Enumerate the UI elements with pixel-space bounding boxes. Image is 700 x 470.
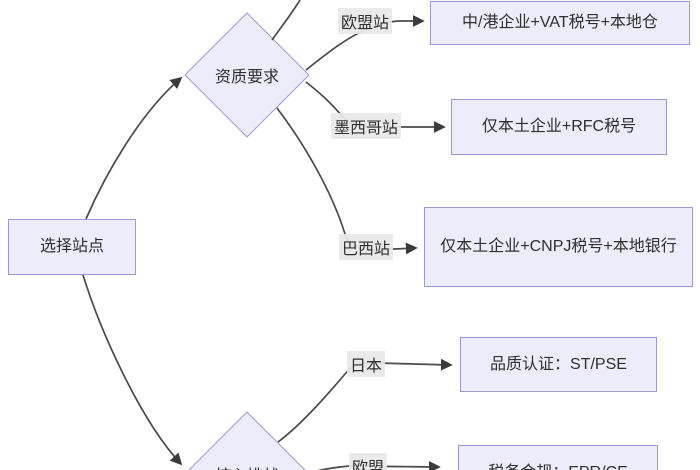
edge-select-to-qualification (85, 76, 183, 220)
node-qualification-label: 资质要求 (214, 69, 279, 86)
node-mexico-requirement: 仅本土企业+RFC税号 (451, 99, 667, 155)
edge-select-to-core-challenge (82, 274, 183, 466)
edge-label-eu: 欧盟 (348, 453, 388, 470)
node-core-challenge-label: 核心挑战 (182, 462, 312, 470)
edge-label-brazil-site: 巴西站 (338, 234, 394, 260)
qualification-diamond-shape (184, 12, 310, 138)
node-eu-challenge: 税务合规：EPR/CE (458, 445, 658, 470)
node-select-site: 选择站点 (8, 219, 136, 275)
node-eu-requirement: 中/港企业+VAT税号+本地仓 (430, 1, 690, 45)
edge-label-mexico-site: 墨西哥站 (330, 113, 402, 139)
edge-qualification-offscreen-top (271, 0, 301, 41)
edge-label-japan: 日本 (346, 351, 386, 377)
node-japan-challenge: 品质认证：ST/PSE (460, 337, 657, 392)
node-brazil-requirement: 仅本土企业+CNPJ税号+本地银行 (424, 207, 693, 287)
core-challenge-diamond-shape (188, 411, 306, 470)
edge-label-eu-site: 欧盟站 (337, 8, 393, 34)
